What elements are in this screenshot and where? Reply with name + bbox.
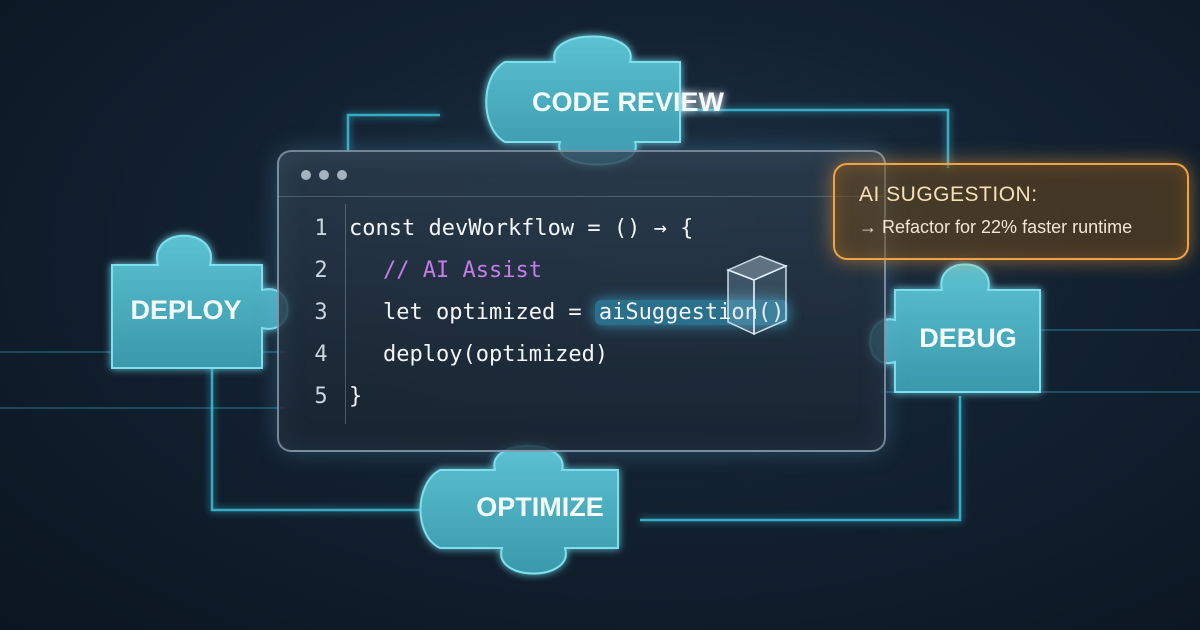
connector-lines [210,108,962,522]
gutter-divider [345,204,346,424]
code-line: } [349,384,363,409]
puzzle-piece-debug: DEBUG [869,263,1041,393]
line-number-gutter: 1 2 3 4 5 [309,208,333,418]
window-dot-icon [301,170,311,180]
line-number: 5 [314,384,328,409]
debug-label: DEBUG [919,323,1017,353]
suggestion-body: → Refactor for 22% faster runtime [859,217,1133,237]
code-area: const devWorkflow = () → { // AI Assist … [349,208,789,418]
window-dot-icon [337,170,347,180]
puzzle-piece-optimize: OPTIMIZE [419,445,619,575]
code-text: let optimized = [383,300,595,325]
puzzle-piece-deploy: DEPLOY [111,234,289,369]
code-review-label: CODE REVIEW [532,87,725,117]
optimize-label: OPTIMIZE [476,492,604,522]
code-line: let optimized = aiSuggestion() [349,292,789,334]
line-number: 2 [314,258,328,283]
code-line: deploy(optimized) [383,342,609,367]
ai-suggestion-callout: AI SUGGESTION: → Refactor for 22% faster… [833,163,1189,260]
puzzle-piece-code-review: CODE REVIEW [485,35,725,166]
code-comment: // AI Assist [383,258,542,283]
editor-titlebar [279,152,884,197]
code-editor-window: 1 2 3 4 5 const devWorkflow = () → { // … [277,150,886,452]
window-dot-icon [319,170,329,180]
suggestion-title: AI SUGGESTION: [859,183,1038,206]
glass-cube-icon [726,255,788,336]
code-line: const devWorkflow = () → { [349,216,694,241]
line-number: 4 [314,342,328,367]
deploy-label: DEPLOY [130,295,241,325]
line-number: 1 [314,216,328,241]
line-number: 3 [314,300,328,325]
